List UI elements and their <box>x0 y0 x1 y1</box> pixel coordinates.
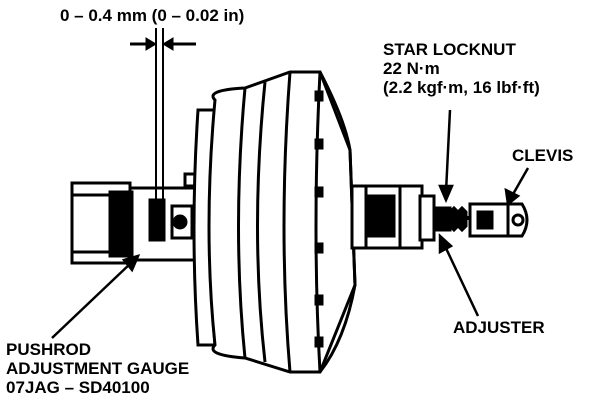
locknut-arrow-icon <box>438 184 454 204</box>
star-locknut-torque-alt: (2.2 kgf·m, 16 lbf·ft) <box>383 78 540 97</box>
leader-lines <box>51 109 530 339</box>
star-locknut <box>434 206 452 232</box>
adjuster-leader <box>442 243 480 317</box>
star-locknut-torque-nm: 22 N·m <box>383 59 440 78</box>
booster-main-shell <box>207 70 357 374</box>
star-locknut-title: STAR LOCKNUT <box>383 40 516 59</box>
arrow-left-icon <box>162 37 174 51</box>
clevis <box>468 202 529 238</box>
clevis-leader <box>510 167 530 197</box>
clearance-marker <box>130 28 196 232</box>
adjuster-label: ADJUSTER <box>453 318 545 337</box>
pushrod-gauge-label: PUSHROD ADJUSTMENT GAUGE 07JAG – SD40100 <box>6 340 189 397</box>
locknut-leader <box>444 109 452 193</box>
clearance-label: 0 – 0.4 mm (0 – 0.02 in) <box>60 6 245 25</box>
pushrod-gauge-subtitle: ADJUSTMENT GAUGE <box>6 359 190 378</box>
clevis-label: CLEVIS <box>512 146 574 165</box>
pushrod-gauge-part-number: 07JAG – SD40100 <box>6 378 150 397</box>
adjuster-collar <box>418 194 436 242</box>
pushrod-gauge-title: PUSHROD <box>6 340 92 359</box>
arrow-right-icon <box>145 37 157 51</box>
adjuster-arrow-icon <box>438 233 454 255</box>
clevis-arrow-icon <box>504 187 521 207</box>
star-locknut-label: STAR LOCKNUT 22 N·m (2.2 kgf·m, 16 lbf·f… <box>383 40 540 97</box>
brake-booster-body <box>192 70 357 374</box>
gauge-arrow-icon <box>121 254 141 273</box>
booster-output-hub <box>350 184 470 250</box>
pushrod-adjustment-gauge <box>70 172 212 265</box>
gauge-leader <box>51 261 133 339</box>
